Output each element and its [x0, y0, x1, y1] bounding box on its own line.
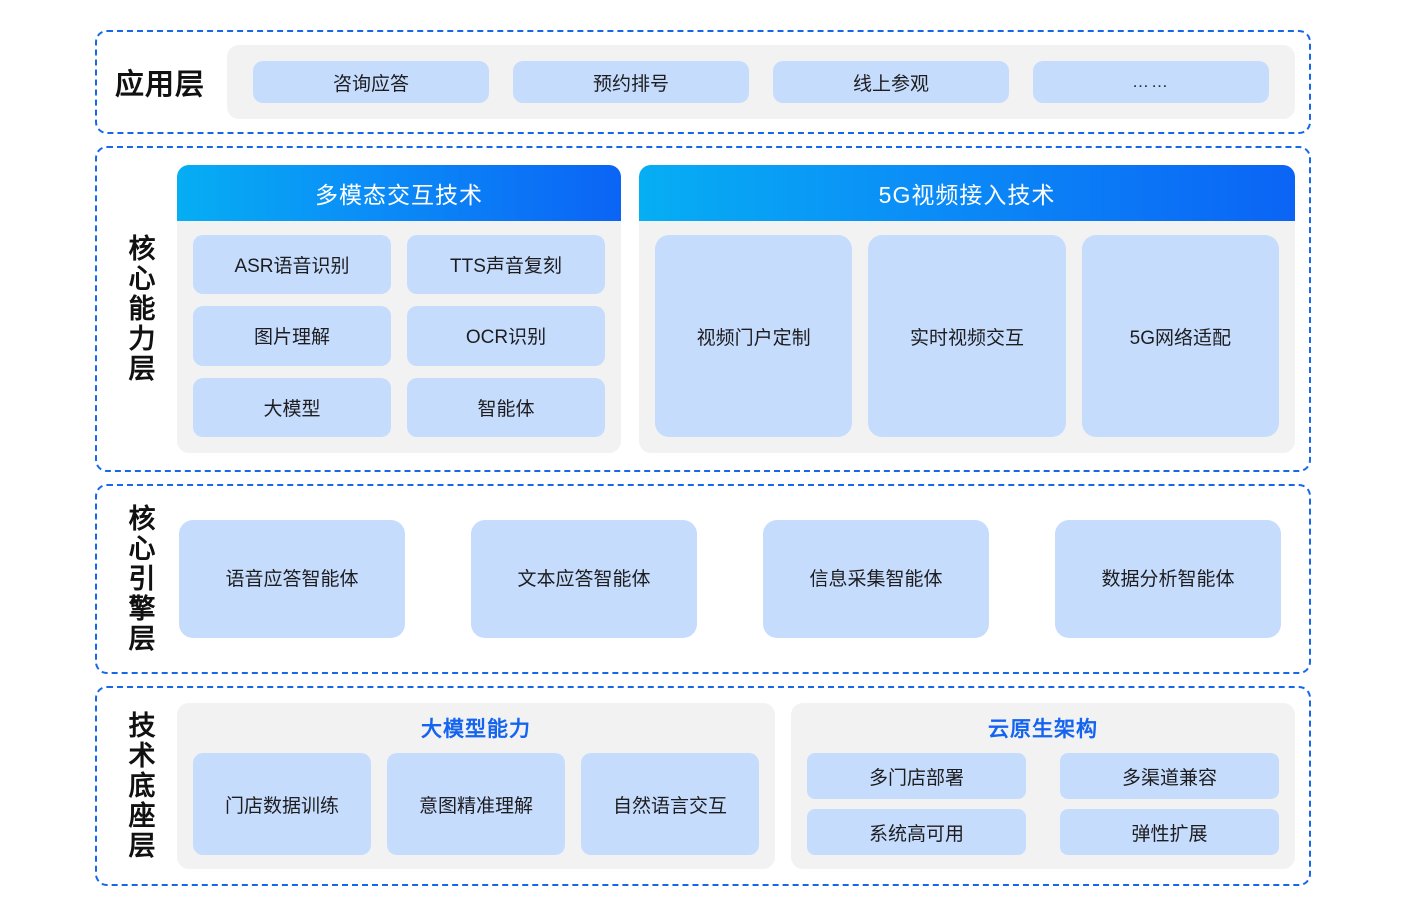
cap-card-asr[interactable]: ASR语音识别 — [193, 235, 391, 295]
cap-card-agent[interactable]: 智能体 — [407, 377, 605, 437]
core-engine-body: 语音应答智能体 文本应答智能体 信息采集智能体 数据分析智能体 — [177, 520, 1295, 638]
capability-inner-multimodal: ASR语音识别 TTS声音复刻 图片理解 OCR识别 大模型 智能体 — [177, 221, 621, 453]
base-card-store-data-training[interactable]: 门店数据训练 — [193, 753, 371, 855]
layer-title-application: 应用层 — [115, 69, 206, 101]
layer-core-engine: 核心引擎层 语音应答智能体 文本应答智能体 信息采集智能体 数据分析智能体 — [95, 484, 1311, 674]
technology-base-body: 大模型能力 门店数据训练 意图精准理解 自然语言交互 云原生架构 多门店部署 多… — [177, 703, 1295, 869]
engine-card-data-analysis-agent[interactable]: 数据分析智能体 — [1055, 520, 1281, 638]
cap-card-5g-network[interactable]: 5G网络适配 — [1081, 235, 1279, 437]
multimodal-card-grid: ASR语音识别 TTS声音复刻 图片理解 OCR识别 大模型 智能体 — [193, 235, 605, 437]
core-capability-body: 多模态交互技术 ASR语音识别 TTS声音复刻 图片理解 OCR识别 大模型 智… — [177, 165, 1295, 453]
layer-core-capability: 核心能力层 多模态交互技术 ASR语音识别 TTS声音复刻 图片理解 OCR识别… — [95, 146, 1311, 472]
base-card-multi-store-deploy[interactable]: 多门店部署 — [807, 753, 1026, 799]
large-model-card-grid: 门店数据训练 意图精准理解 自然语言交互 — [193, 753, 759, 855]
cap-card-large-model[interactable]: 大模型 — [193, 377, 391, 437]
capability-block-multimodal: 多模态交互技术 ASR语音识别 TTS声音复刻 图片理解 OCR识别 大模型 智… — [177, 165, 621, 453]
base-card-elastic-scaling[interactable]: 弹性扩展 — [1060, 809, 1279, 855]
base-panel-large-model: 大模型能力 门店数据训练 意图精准理解 自然语言交互 — [177, 703, 775, 869]
base-card-intent-understanding[interactable]: 意图精准理解 — [387, 753, 565, 855]
app-card-appointment[interactable]: 预约排号 — [513, 61, 750, 103]
cap-card-realtime-video[interactable]: 实时视频交互 — [868, 235, 1066, 437]
cap-card-video-portal[interactable]: 视频门户定制 — [655, 235, 853, 437]
cap-card-ocr[interactable]: OCR识别 — [407, 306, 605, 366]
capability-header-5g-video: 5G视频接入技术 — [639, 165, 1295, 221]
cloud-native-card-grid: 多门店部署 多渠道兼容 系统高可用 弹性扩展 — [807, 753, 1279, 855]
app-card-consultation[interactable]: 咨询应答 — [253, 61, 490, 103]
layer-title-core-engine: 核心引擎层 — [124, 504, 155, 654]
5g-video-card-row: 视频门户定制 实时视频交互 5G网络适配 — [655, 235, 1279, 437]
base-card-natural-language[interactable]: 自然语言交互 — [581, 753, 759, 855]
layer-application: 应用层 咨询应答 预约排号 线上参观 …… — [95, 30, 1311, 134]
layer-title-technology-base: 技术底座层 — [124, 711, 155, 861]
base-card-multi-channel[interactable]: 多渠道兼容 — [1060, 753, 1279, 799]
cap-card-image-understanding[interactable]: 图片理解 — [193, 306, 391, 366]
layer-technology-base: 技术底座层 大模型能力 门店数据训练 意图精准理解 自然语言交互 云原生架构 多… — [95, 686, 1311, 886]
base-panel-title-cloud-native: 云原生架构 — [988, 718, 1098, 741]
engine-card-voice-agent[interactable]: 语音应答智能体 — [179, 520, 405, 638]
engine-card-info-collection-agent[interactable]: 信息采集智能体 — [763, 520, 989, 638]
base-panel-title-large-model: 大模型能力 — [421, 718, 531, 741]
app-card-more[interactable]: …… — [1033, 61, 1270, 103]
base-card-high-availability[interactable]: 系统高可用 — [807, 809, 1026, 855]
application-items-panel: 咨询应答 预约排号 线上参观 …… — [227, 45, 1295, 119]
cap-card-tts[interactable]: TTS声音复刻 — [407, 235, 605, 295]
capability-block-5g-video: 5G视频接入技术 视频门户定制 实时视频交互 5G网络适配 — [639, 165, 1295, 453]
capability-header-multimodal: 多模态交互技术 — [177, 165, 621, 221]
app-card-online-visit[interactable]: 线上参观 — [773, 61, 1010, 103]
base-panel-cloud-native: 云原生架构 多门店部署 多渠道兼容 系统高可用 弹性扩展 — [791, 703, 1295, 869]
engine-card-text-agent[interactable]: 文本应答智能体 — [471, 520, 697, 638]
layer-title-core-capability: 核心能力层 — [124, 234, 155, 384]
capability-inner-5g-video: 视频门户定制 实时视频交互 5G网络适配 — [639, 221, 1295, 453]
